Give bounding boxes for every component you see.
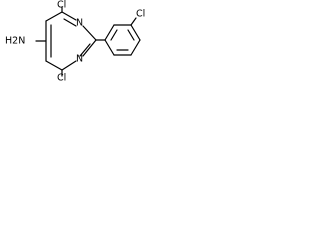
- atom-label-cl-top: Cl: [57, 0, 66, 11]
- bond-double-inner: [110, 29, 118, 41]
- bond-double-inner: [79, 43, 91, 57]
- bond: [130, 17, 137, 26]
- bond-double-inner: [127, 29, 135, 41]
- atom-label-amine: H2N: [5, 36, 25, 47]
- bond: [45, 60, 63, 71]
- bond: [104, 39, 115, 56]
- bond: [82, 25, 97, 41]
- bond: [104, 24, 115, 41]
- bond: [61, 60, 77, 71]
- chemical-structure-diagram: Cl Cl Cl H2N N N: [5, 0, 145, 84]
- atom-label-n-top: N: [76, 18, 83, 29]
- bond: [130, 24, 141, 41]
- bond: [45, 11, 63, 22]
- bond: [130, 39, 141, 56]
- atom-label-n-bottom: N: [76, 54, 83, 65]
- bond: [61, 11, 77, 21]
- bond: [82, 39, 97, 57]
- bond-double-inner: [63, 18, 77, 27]
- atom-label-cl-bottom: Cl: [57, 73, 66, 84]
- atom-label-cl-right: Cl: [136, 9, 145, 20]
